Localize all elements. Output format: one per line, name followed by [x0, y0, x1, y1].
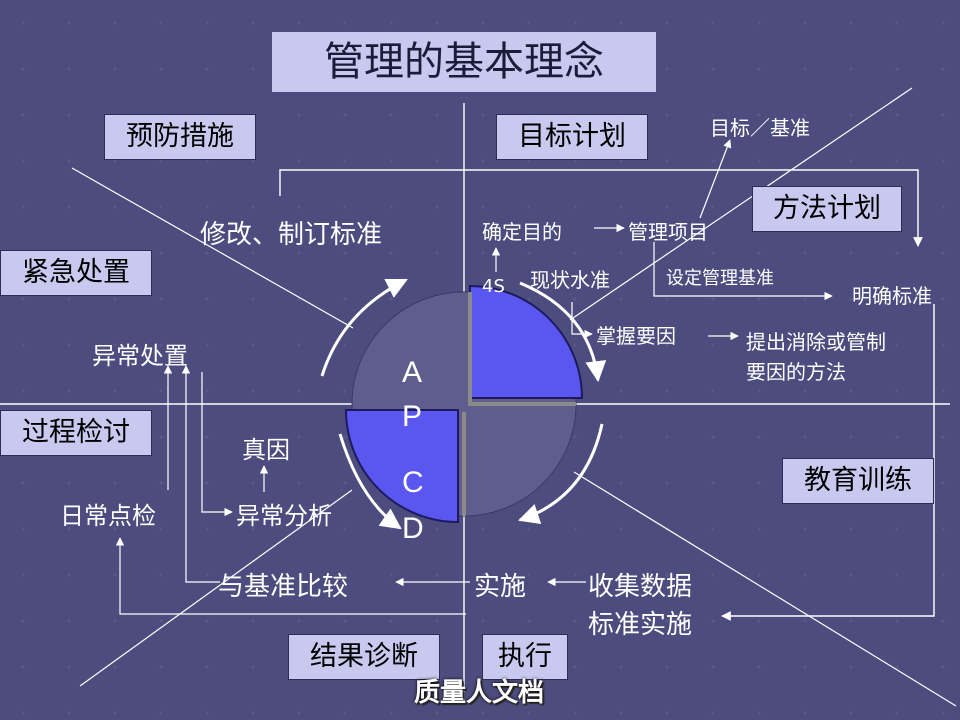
- pdca-letter-p: P: [402, 400, 423, 433]
- label-clear-standard: 明确标准: [852, 284, 932, 308]
- label-set-standard: 设定管理基准: [666, 268, 774, 289]
- cycle-arrow-bottom-left: [338, 433, 402, 530]
- loop-top: [279, 169, 923, 247]
- box-process-review: 过程检讨: [0, 410, 152, 456]
- label-abnormal-analysis: 异常分析: [236, 502, 332, 530]
- cycle-arrow-top-right: [519, 281, 607, 383]
- arrow-handling-to-analysis: [201, 372, 233, 517]
- label-management-item: 管理项目: [628, 220, 708, 244]
- pdca-letter-a: A: [402, 356, 423, 389]
- label-compare-standard: 与基准比较: [218, 572, 349, 602]
- arrow-to-grasp-factors: [571, 302, 593, 339]
- diagonal-upper-left: [71, 167, 354, 329]
- label-target-standard: 目标／基准: [710, 116, 810, 140]
- label-modify-standard: 修改、制订标准: [200, 220, 383, 250]
- label-standard-implement: 标准实施: [588, 610, 693, 640]
- box-education: 教育训练: [782, 458, 934, 504]
- box-execute: 执行: [482, 634, 568, 680]
- arrow-compare-to-handling: [181, 365, 220, 583]
- label-true-cause: 真因: [242, 436, 290, 464]
- label-propose-line1: 提出消除或管制: [746, 330, 886, 354]
- label-4s: 4S: [482, 276, 505, 297]
- box-method-plan: 方法计划: [752, 186, 902, 232]
- label-current-level: 现状水准: [530, 268, 610, 292]
- label-grasp-factors: 掌握要因: [596, 324, 676, 348]
- quadrant-plan: [469, 284, 584, 399]
- box-emergency: 紧急处置: [0, 250, 152, 296]
- box-result-diagnosis: 结果诊断: [288, 634, 440, 680]
- page-title: 管理的基本理念: [272, 32, 656, 92]
- pdca-letter-c: C: [402, 466, 424, 499]
- label-daily-check: 日常点检: [60, 502, 156, 530]
- box-prevention: 预防措施: [104, 114, 256, 160]
- cycle-arrow-top-left: [320, 278, 408, 377]
- label-propose-line2: 要因的方法: [746, 360, 846, 384]
- arrow-to-target-standard: [699, 139, 732, 219]
- pdca-letter-d: D: [402, 512, 424, 545]
- diagonal-lower-right: [573, 471, 957, 707]
- label-collect-data: 收集数据: [588, 572, 693, 602]
- quadrant-plan-shadow: [468, 292, 576, 406]
- loop-right: [721, 304, 935, 621]
- label-confirm-purpose: 确定目的: [482, 220, 562, 244]
- cycle-arrow-bottom-right: [518, 423, 604, 524]
- diagonal-lower-left: [79, 489, 353, 687]
- loop-bottom: [115, 537, 466, 615]
- watermark-logo: 质量人文档: [413, 678, 544, 708]
- diagonal-upper-right: [569, 87, 913, 321]
- box-target-plan: 目标计划: [496, 114, 648, 160]
- label-abnormal-handling: 异常处置: [92, 342, 188, 370]
- quadrant-check: [344, 409, 459, 524]
- arrow-to-clear-standard: [653, 242, 833, 301]
- label-implement: 实施: [474, 572, 527, 602]
